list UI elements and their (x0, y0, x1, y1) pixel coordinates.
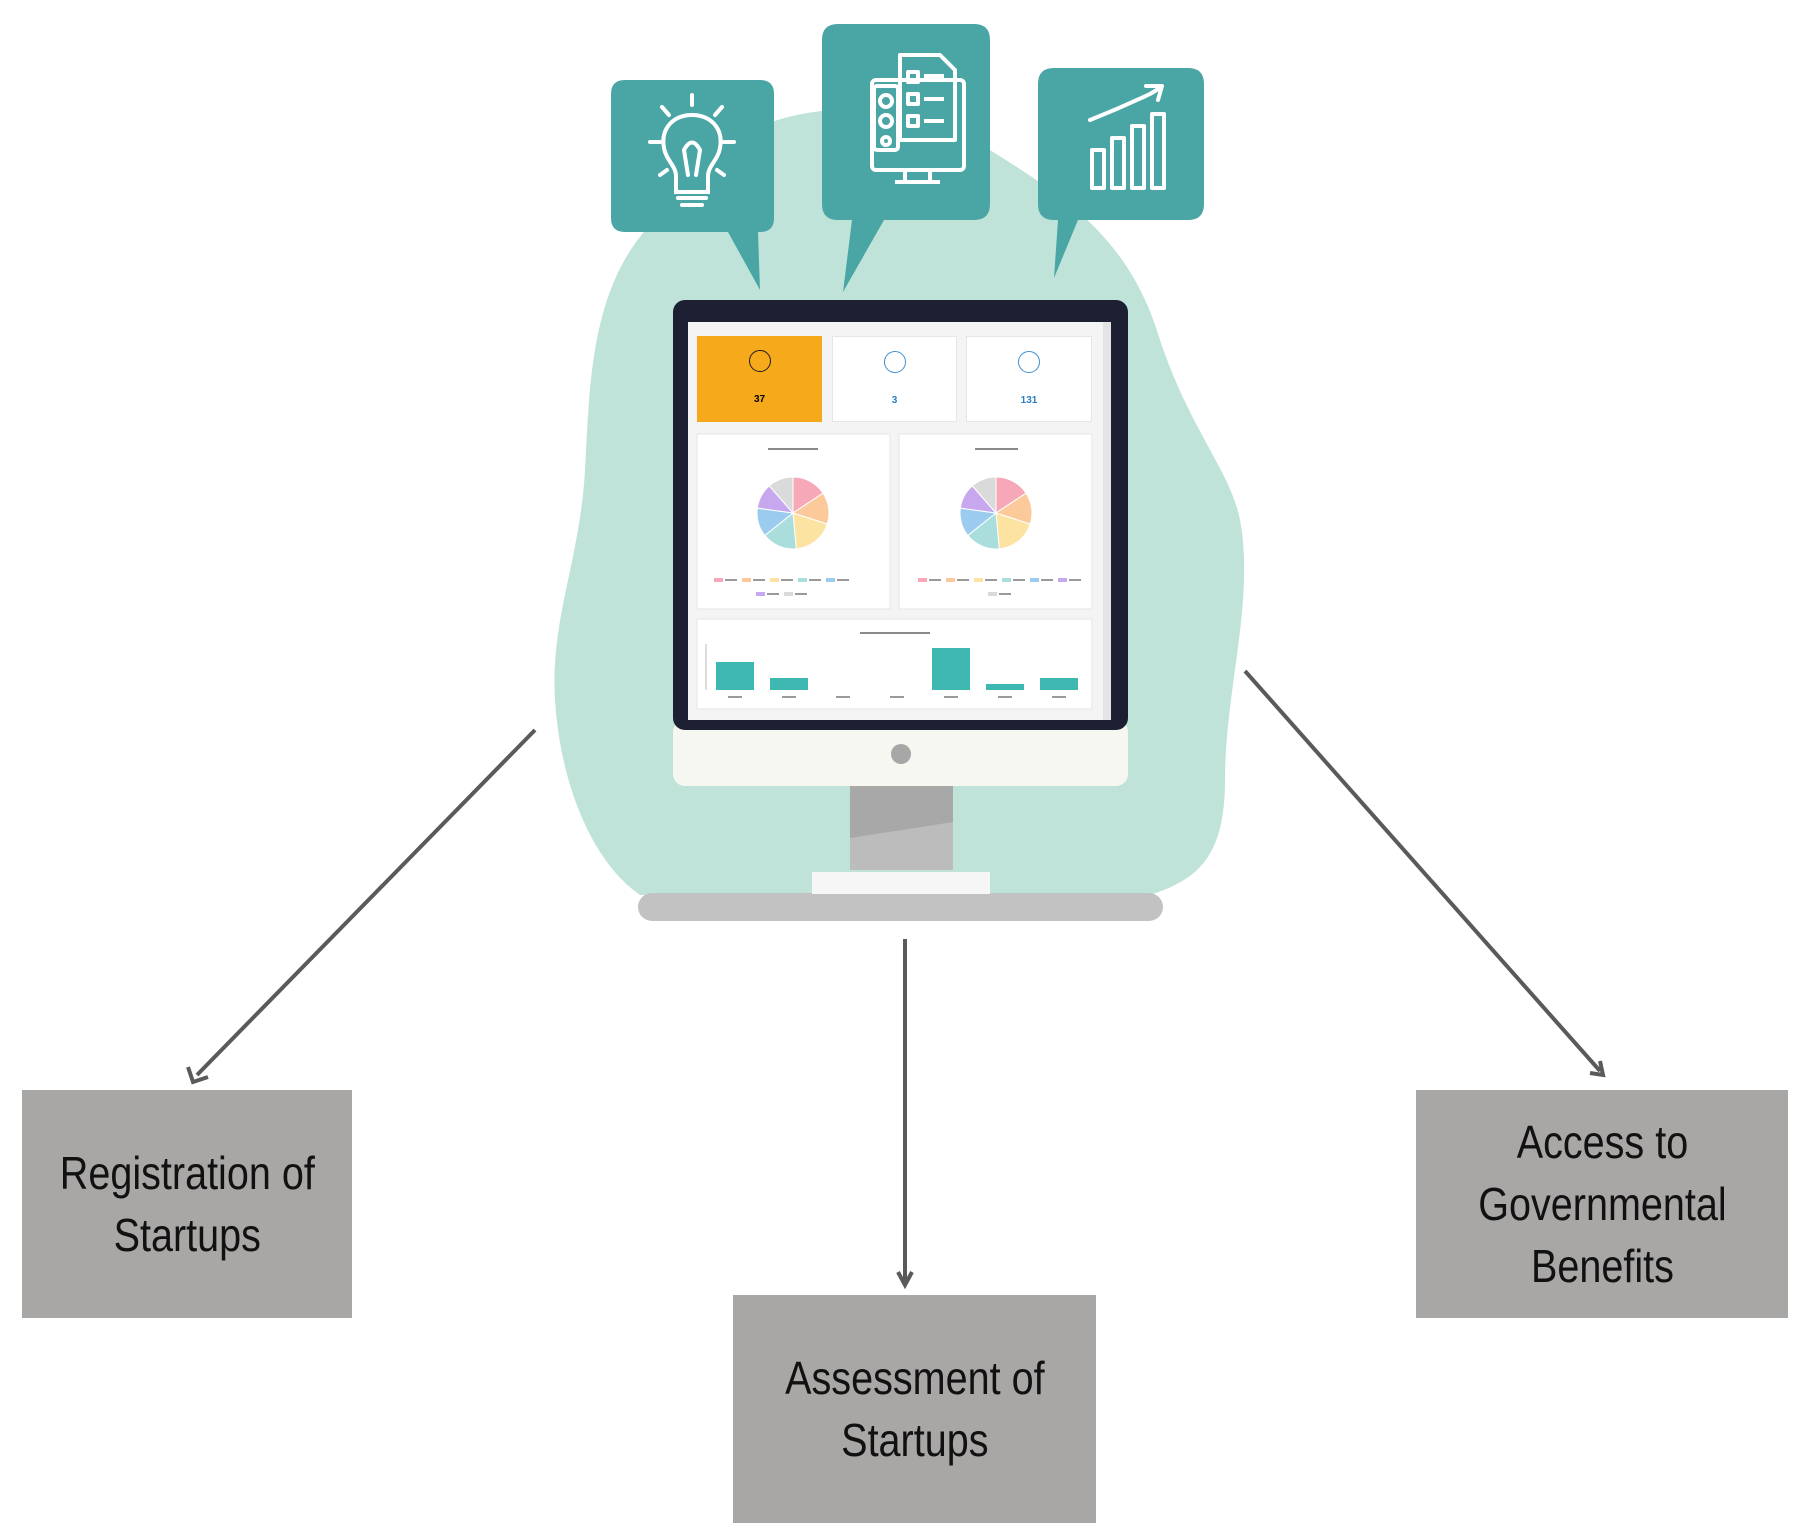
legend-swatch (714, 578, 723, 582)
pie-slice (768, 476, 794, 515)
legend-swatch (798, 578, 807, 582)
checklist-document-icon (870, 53, 966, 184)
kpi-value: 3 (891, 395, 898, 406)
legend-text (725, 579, 737, 581)
registration-box: Registration of Startups (22, 1090, 352, 1318)
kpi-card-1: 37 (697, 336, 822, 422)
legend-text (1069, 579, 1081, 581)
monitor-power-button (891, 744, 911, 764)
assessment-box: Assessment of Startups (733, 1295, 1096, 1523)
legend-right (918, 578, 1081, 596)
bar (770, 678, 808, 690)
bar-tick-label (890, 696, 904, 698)
bar (932, 648, 970, 690)
access-label: Access to Governmental Benefits (1477, 1115, 1727, 1293)
legend-swatch (946, 578, 955, 582)
legend-text (809, 579, 821, 581)
legend-swatch (756, 592, 765, 596)
legend-swatch (826, 578, 835, 582)
lightbulb-bubble (611, 80, 774, 290)
growth-bubble (1038, 68, 1204, 278)
legend-text (795, 593, 807, 595)
pie-slice (792, 512, 828, 550)
legend-swatch (1030, 578, 1039, 582)
bar-tick-label (944, 696, 958, 698)
legend-swatch (1058, 578, 1067, 582)
legend-text (929, 579, 941, 581)
legend-swatch (1002, 578, 1011, 582)
checklist-bubble (822, 24, 990, 292)
pie-slice (995, 512, 1031, 550)
legend-swatch (742, 578, 751, 582)
arrows (186, 669, 1606, 1290)
legend-text (1013, 579, 1025, 581)
lightbulb-icon (648, 93, 736, 207)
pie-slice (971, 476, 997, 515)
legend-text (767, 593, 779, 595)
dashboard (696, 433, 1093, 710)
kpi-value: 37 (753, 394, 766, 405)
assessment-label: Assessment of Startups (784, 1351, 1045, 1466)
lightbulb-icon (748, 350, 771, 372)
legend-swatch (784, 592, 793, 596)
legend-text (999, 593, 1011, 595)
kpi-card-3: 131 (966, 336, 1092, 422)
legend-text (837, 579, 849, 581)
arrow-to-access (1243, 669, 1602, 1073)
legend-text (957, 579, 969, 581)
monitor-stand-base (638, 893, 1163, 921)
bar (986, 684, 1024, 690)
monitor-stand-plate (812, 872, 990, 894)
bar (716, 662, 754, 690)
legend-swatch (770, 578, 779, 582)
growth-chart-icon (1088, 84, 1166, 190)
legend-swatch (918, 578, 927, 582)
legend-text (1041, 579, 1053, 581)
bar-tick-label (836, 696, 850, 698)
kpi-card-2: 3 (832, 336, 957, 422)
pie-chart-left (756, 476, 830, 550)
bar-tick-label (1052, 696, 1066, 698)
access-box: Access to Governmental Benefits (1416, 1090, 1788, 1318)
bar-tick-label (728, 696, 742, 698)
document-icon (883, 351, 906, 373)
bar-tick-label (998, 696, 1012, 698)
legend-text (753, 579, 765, 581)
bar-chart (705, 644, 1078, 698)
arrow-to-registration (195, 728, 537, 1077)
kpi-value: 131 (1020, 395, 1038, 406)
bar-tick-label (782, 696, 796, 698)
pie-chart-right (959, 476, 1033, 550)
legend-text (781, 579, 793, 581)
registration-label: Registration of Startups (59, 1146, 315, 1261)
legend-swatch (974, 578, 983, 582)
legend-text (985, 579, 997, 581)
bar (1040, 678, 1078, 690)
legend-left (714, 578, 849, 596)
document-icon (1018, 351, 1040, 373)
legend-swatch (988, 592, 997, 596)
